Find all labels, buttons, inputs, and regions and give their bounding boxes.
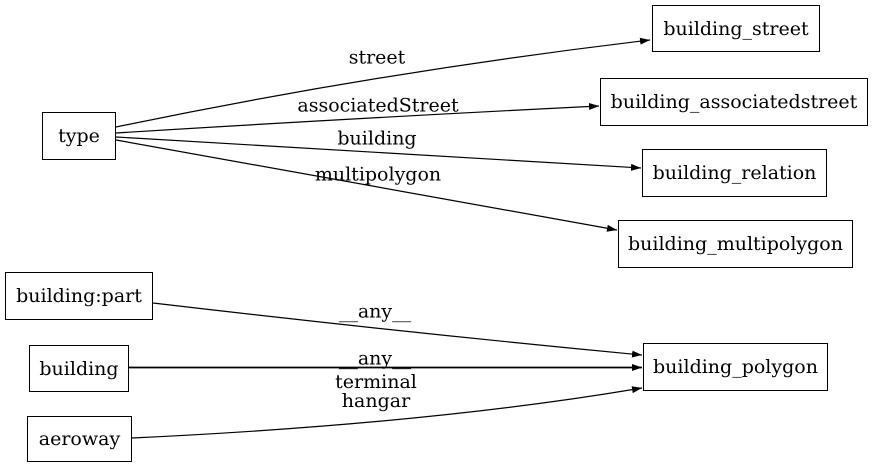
- node-building_multipolygon: building_multipolygon: [618, 220, 853, 268]
- node-aeroway-label: aeroway: [38, 428, 121, 450]
- node-building_street: building_street: [652, 5, 820, 52]
- node-type: type: [42, 112, 116, 160]
- node-building-label: building: [39, 357, 119, 380]
- node-building_relation-label: building_relation: [652, 162, 817, 184]
- node-building_street-label: building_street: [663, 17, 809, 40]
- edge-label-any-1: __any__: [338, 300, 412, 323]
- edge-label-street: street: [348, 46, 406, 69]
- edge-label-terminal-hangar: terminal hangar: [335, 371, 417, 412]
- edge-aeroway-building_polygon: [131, 386, 643, 439]
- node-building-part: building:part: [5, 272, 153, 320]
- edge-label-multipolygon: multipolygon: [314, 163, 442, 186]
- node-building_associatedstreet-label: building_associatedstreet: [610, 91, 858, 113]
- edge-label-associatedStreet: associatedStreet: [297, 94, 459, 117]
- node-aeroway: aeroway: [27, 416, 132, 462]
- edge-type-building_relation: [115, 136, 642, 171]
- node-type-label: type: [58, 125, 100, 147]
- edge-buildingpart-building_polygon: [152, 302, 643, 358]
- edge-type-building_associatedstreet: [115, 102, 600, 134]
- node-building_associatedstreet: building_associatedstreet: [600, 78, 868, 126]
- node-building_polygon-label: building_polygon: [653, 356, 818, 378]
- node-building_relation: building_relation: [642, 149, 827, 197]
- node-building_polygon: building_polygon: [643, 343, 828, 391]
- node-building_multipolygon-label: building_multipolygon: [628, 233, 843, 255]
- edge-type-building_multipolygon: [115, 139, 618, 232]
- node-building: building: [29, 345, 129, 392]
- edge-label-building: building: [337, 127, 417, 150]
- edge-type-building_street: [115, 37, 651, 128]
- node-building-part-label: building:part: [16, 285, 142, 307]
- edge-label-any-2: __any__: [338, 347, 412, 370]
